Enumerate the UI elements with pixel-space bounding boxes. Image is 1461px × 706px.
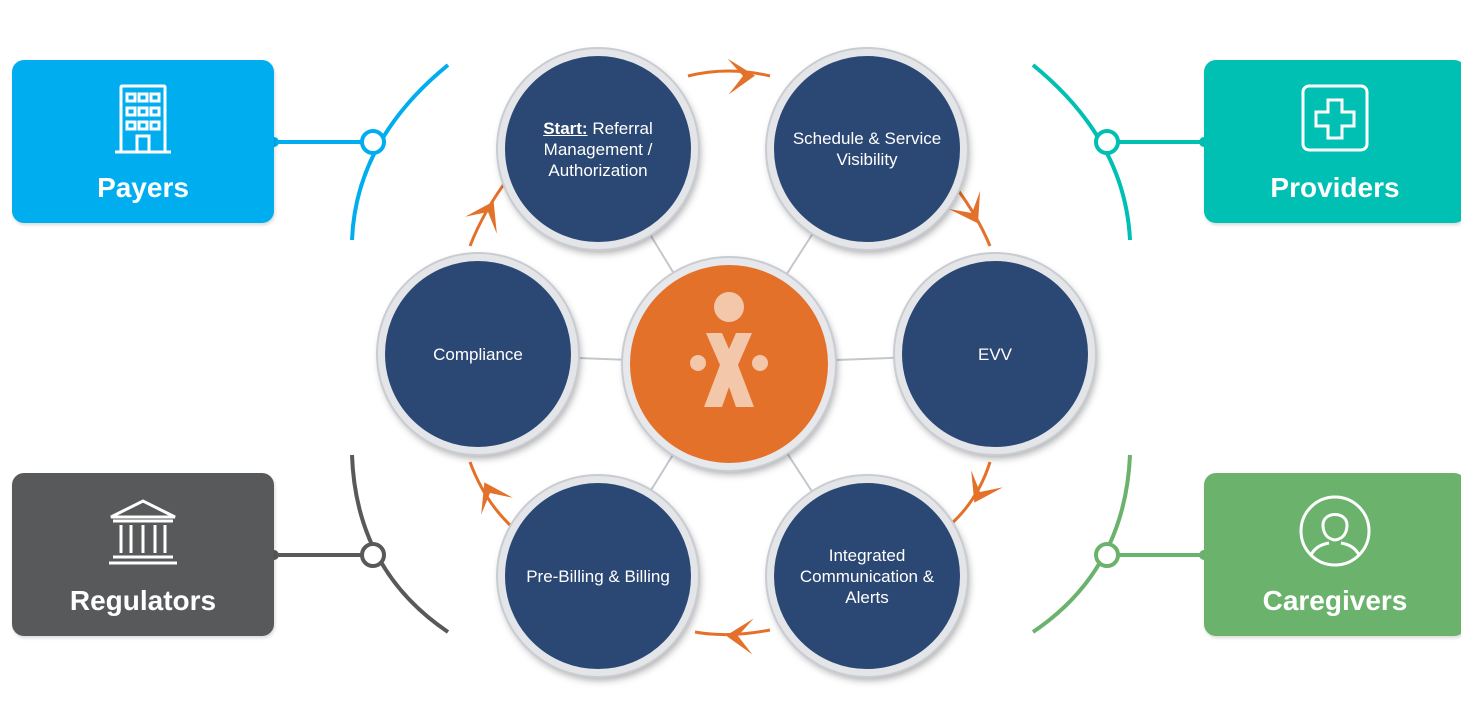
caregivers-arc — [1031, 454, 1132, 634]
step-billing-label: Pre-Billing & Billing — [526, 566, 670, 586]
flow-arrow — [971, 470, 1003, 503]
person-icon — [1299, 495, 1371, 567]
providers-label: Providers — [1270, 172, 1400, 203]
building-icon — [115, 84, 171, 154]
logo-figure-icon — [690, 292, 768, 407]
regulators-arc — [350, 454, 450, 634]
step-billing-node: Pre-Billing & Billing — [498, 476, 698, 676]
step-evv-node: EVV — [895, 254, 1095, 454]
regulators-card: Regulators — [12, 473, 274, 636]
step-referral-prefix: Start: — [543, 118, 588, 138]
step-referral-label: Referral Management / Authorization — [543, 118, 653, 180]
step-schedule-node: Schedule & Service Visibility — [767, 49, 967, 249]
payers-connector-node — [360, 129, 386, 155]
providers-arc — [1031, 63, 1132, 241]
regulators-label: Regulators — [69, 585, 217, 616]
government-building-icon — [109, 499, 177, 565]
center-logo-node — [623, 258, 835, 470]
payers-card: Payers — [12, 60, 274, 223]
flow-path — [687, 69, 771, 78]
step-referral-node: Start: Referral Management / Authorizati… — [498, 49, 698, 249]
providers-card: Providers — [1204, 60, 1461, 223]
step-evv-label: EVV — [977, 344, 1013, 364]
step-compliance-node: Compliance — [378, 254, 578, 454]
flow-arrow — [726, 618, 754, 655]
step-schedule-label: Schedule & Service Visibility — [792, 129, 942, 169]
caregivers-label: Caregivers — [1262, 585, 1408, 616]
caregivers-connector-node — [1094, 542, 1120, 568]
step-alerts-label: Integrated Communication & Alerts — [799, 545, 935, 607]
step-compliance-label: Compliance — [433, 344, 523, 364]
flow-arrow — [465, 201, 497, 234]
flow-arrow — [481, 482, 513, 515]
providers-connector-node — [1094, 129, 1120, 155]
flow-arrow — [948, 191, 981, 224]
caregivers-card: Caregivers — [1204, 473, 1461, 636]
regulators-connector-node — [360, 542, 386, 568]
medical-cross-icon — [1301, 84, 1369, 152]
flow-arrow — [727, 58, 755, 95]
step-referral-text: Start: Referral Management / Authorizati… — [523, 118, 673, 181]
step-alerts-node: Integrated Communication & Alerts — [767, 476, 967, 676]
payers-label: Payers — [97, 172, 189, 203]
